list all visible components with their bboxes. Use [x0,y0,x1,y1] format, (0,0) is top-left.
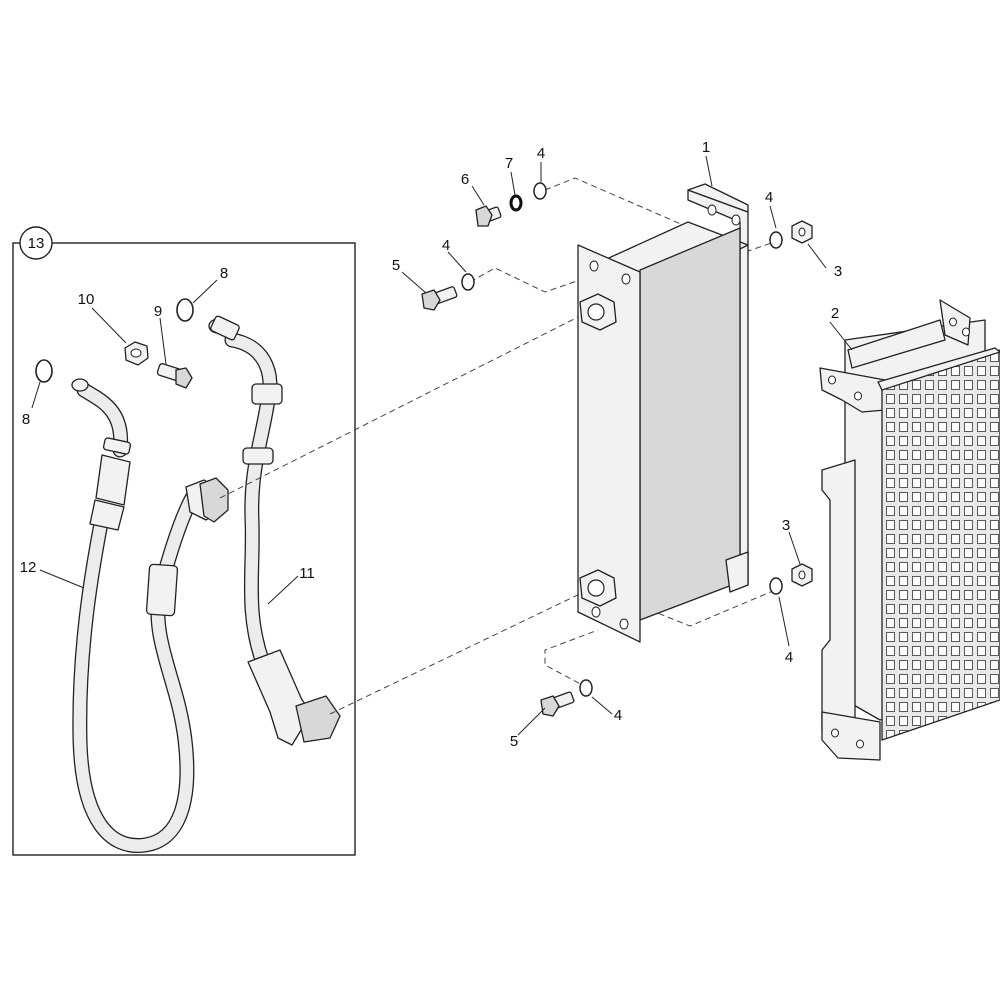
callout-13-circle [19,226,53,260]
callouts: 1 2 3 3 4 4 4 4 4 5 5 6 7 8 8 9 10 11 12… [19,139,842,750]
callout-10: 10 [78,291,95,308]
callout-4-bottom-right: 4 [785,649,793,666]
plug-9 [156,363,193,389]
callout-6: 6 [461,171,469,188]
washers-4 [461,182,783,697]
leader-lines [31,155,853,736]
callout-4-top: 4 [537,145,545,162]
callout-4-top-left: 4 [442,237,450,254]
callout-3-top: 3 [834,263,842,280]
hose-12 [71,378,229,854]
callout-5-top: 5 [392,257,400,274]
oil-cooler-1 [577,183,749,643]
o-ring-8-upper [176,298,194,322]
callout-4-top-right: 4 [765,189,773,206]
callout-13: 13 [28,235,45,252]
callout-11: 11 [299,565,315,582]
hose-11 [208,315,341,746]
callout-5-bottom: 5 [510,733,518,750]
callout-7: 7 [505,155,513,172]
screw-5-top [421,286,458,311]
nut-10 [124,341,149,366]
callout-8-lower: 8 [22,411,30,428]
callout-8-upper: 8 [220,265,228,282]
callout-3-bottom: 3 [782,517,790,534]
callout-4-bottom: 4 [614,707,622,724]
callout-1: 1 [702,139,710,156]
callout-12: 12 [20,559,37,576]
screw-6 [475,205,502,227]
o-ring-8-left [35,359,53,383]
hose-kit-box [12,242,356,856]
lock-washer-7 [509,194,523,212]
callout-2: 2 [831,305,839,322]
guard-2 [819,299,1000,761]
callout-9: 9 [154,303,162,320]
nuts-3 [791,220,813,587]
screw-5-bottom [540,691,575,717]
